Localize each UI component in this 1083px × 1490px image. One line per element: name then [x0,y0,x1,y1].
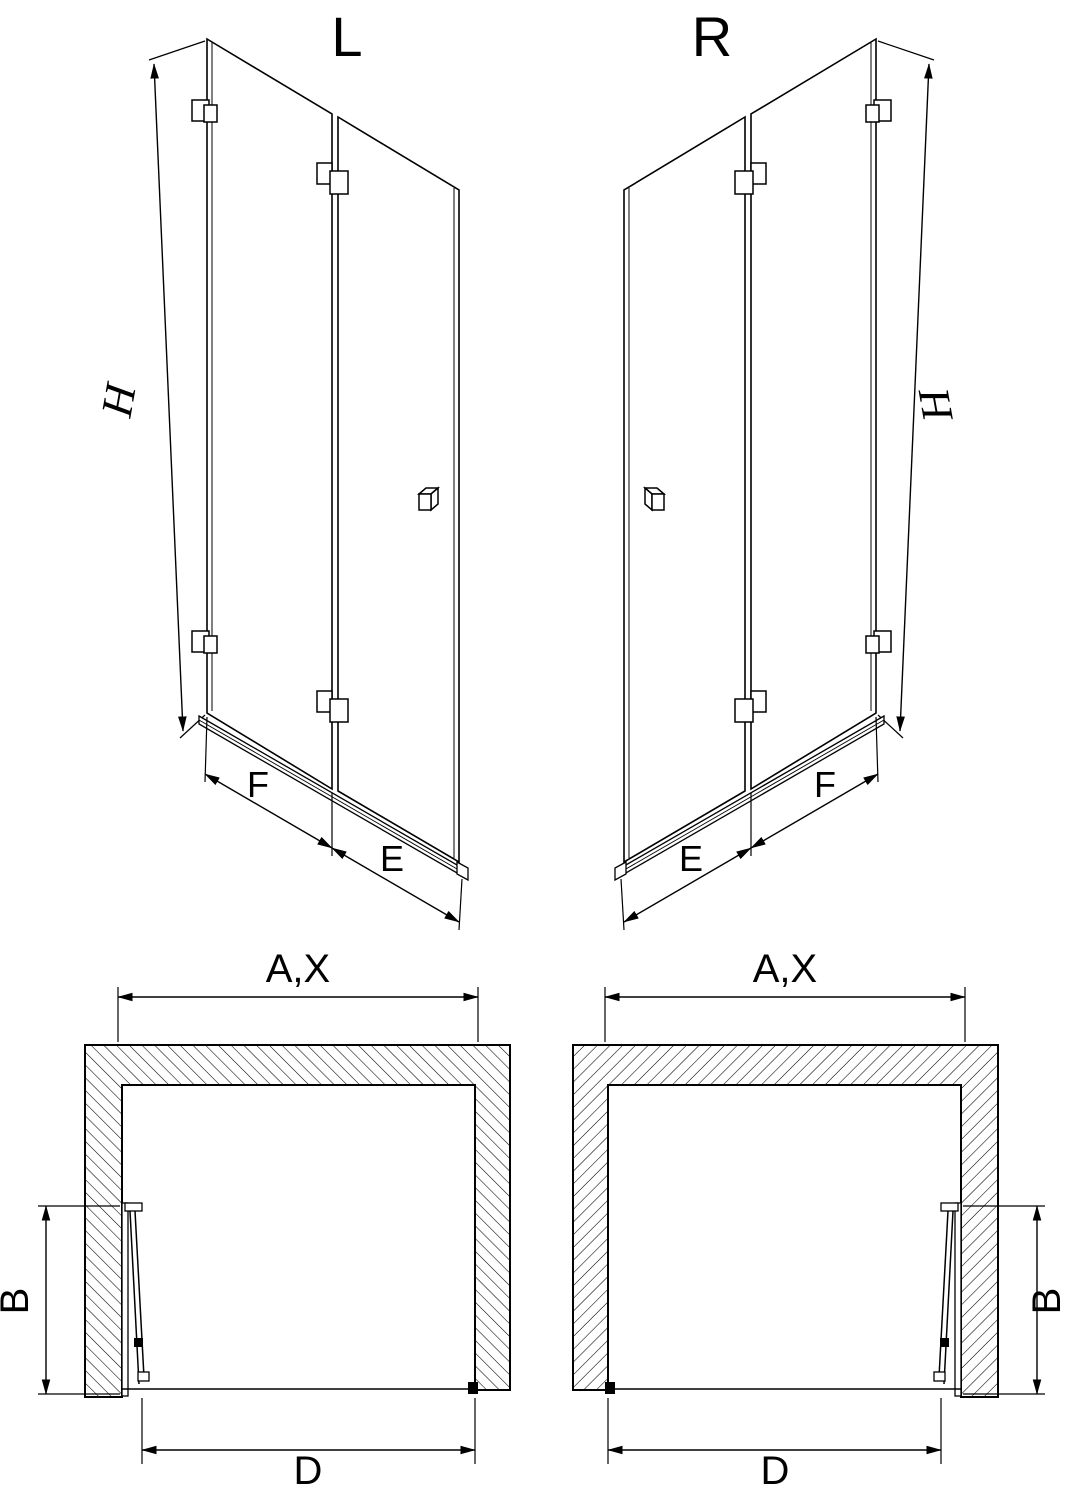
elevation-left-variant [149,39,468,930]
dimension-label-height-left: H [92,378,146,421]
dimension-label-d-left: D [294,1449,323,1490]
elevation-right-variant [615,39,934,930]
plan-left-variant [38,987,510,1464]
dimension-label-b-left: B [0,1288,37,1315]
variant-label-right: R [692,5,732,68]
variant-label-left: L [331,5,362,68]
dimension-label-f-right: F [814,764,836,805]
dimension-label-e-right: E [679,838,703,879]
dimension-label-height-right: H [908,383,962,426]
dimension-label-ax-left: A,X [266,947,330,991]
dimension-label-f-left: F [247,764,269,805]
dimension-label-d-right: D [761,1449,790,1490]
dimension-label-b-right: B [1025,1288,1069,1315]
dimension-label-ax-right: A,X [753,947,817,991]
dimension-label-e-left: E [380,838,404,879]
plan-right-variant [573,987,1045,1464]
